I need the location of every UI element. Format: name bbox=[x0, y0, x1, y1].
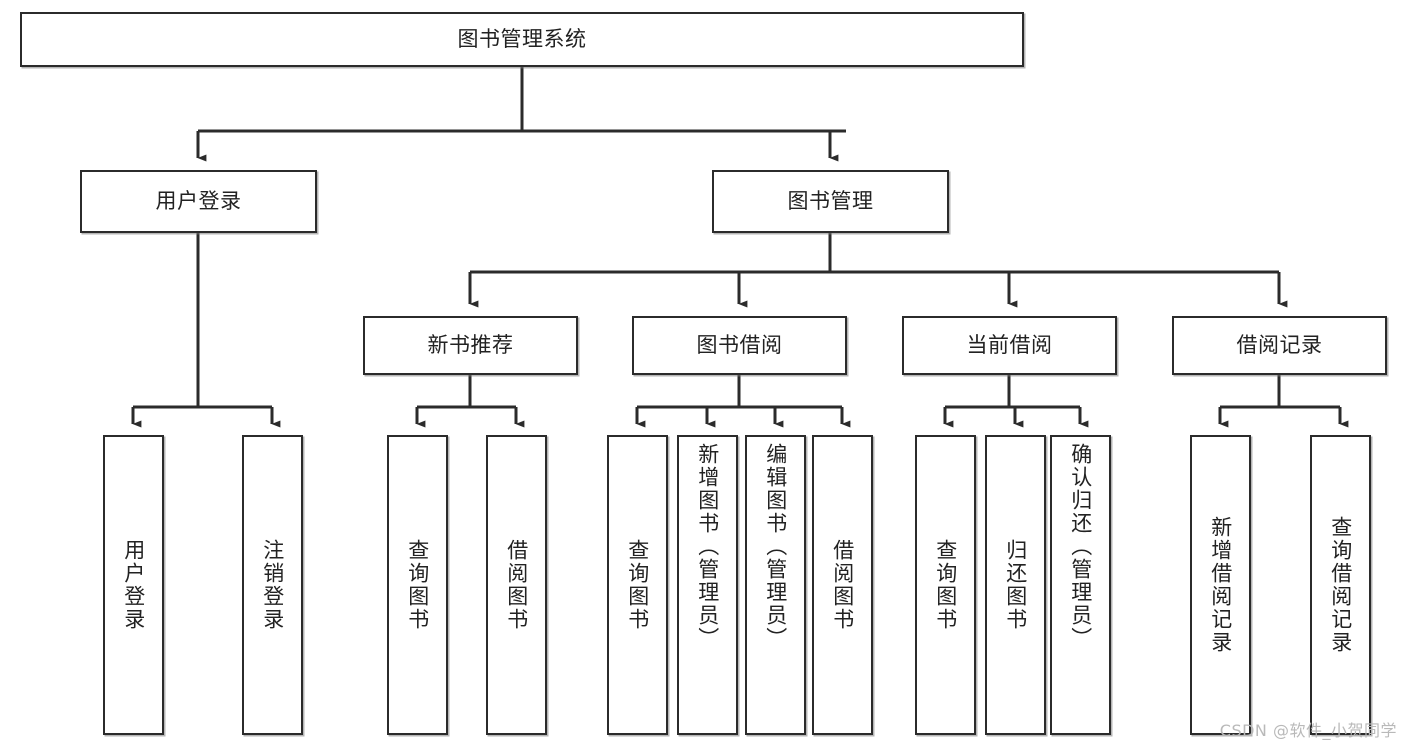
leaf-user-logout[interactable]: 注销登录 bbox=[242, 435, 303, 735]
node-book-manage[interactable]: 图书管理 bbox=[712, 170, 949, 233]
leaf-query-book-borrow[interactable]: 查询图书 bbox=[607, 435, 668, 735]
node-book-borrow-label: 图书借阅 bbox=[696, 332, 783, 357]
node-new-book-rec[interactable]: 新书推荐 bbox=[363, 316, 578, 375]
node-user-login-label: 用户登录 bbox=[155, 188, 242, 213]
leaf-user-login-label: 用户登录 bbox=[121, 539, 146, 631]
node-book-manage-label: 图书管理 bbox=[787, 188, 874, 213]
node-user-login[interactable]: 用户登录 bbox=[80, 170, 317, 233]
leaf-return-book[interactable]: 归还图书 bbox=[985, 435, 1046, 735]
leaf-query-book-rec[interactable]: 查询图书 bbox=[387, 435, 448, 735]
node-current-borrow-label: 当前借阅 bbox=[966, 332, 1053, 357]
leaf-user-login[interactable]: 用户登录 bbox=[103, 435, 164, 735]
node-book-borrow[interactable]: 图书借阅 bbox=[632, 316, 847, 375]
node-root-system[interactable]: 图书管理系统 bbox=[20, 12, 1024, 67]
node-borrow-record[interactable]: 借阅记录 bbox=[1172, 316, 1387, 375]
leaf-user-logout-label: 注销登录 bbox=[260, 539, 285, 631]
leaf-return-book-label: 归还图书 bbox=[1003, 539, 1028, 631]
node-new-book-rec-label: 新书推荐 bbox=[427, 332, 514, 357]
leaf-add-book-label: 新增图书（管理员） bbox=[695, 443, 720, 650]
node-borrow-record-label: 借阅记录 bbox=[1236, 332, 1323, 357]
leaf-confirm-return-label: 确认归还（管理员） bbox=[1068, 443, 1093, 650]
leaf-borrow-book-borrow[interactable]: 借阅图书 bbox=[812, 435, 873, 735]
leaf-add-record-label: 新增借阅记录 bbox=[1208, 516, 1233, 654]
leaf-add-book[interactable]: 新增图书（管理员） bbox=[677, 435, 738, 735]
leaf-query-record[interactable]: 查询借阅记录 bbox=[1310, 435, 1371, 735]
leaf-add-record[interactable]: 新增借阅记录 bbox=[1190, 435, 1251, 735]
leaf-edit-book-label: 编辑图书（管理员） bbox=[763, 443, 788, 650]
leaf-query-book-borrow-label: 查询图书 bbox=[625, 539, 650, 631]
leaf-query-book-rec-label: 查询图书 bbox=[405, 539, 430, 631]
leaf-edit-book[interactable]: 编辑图书（管理员） bbox=[745, 435, 806, 735]
leaf-borrow-book-rec[interactable]: 借阅图书 bbox=[486, 435, 547, 735]
leaf-borrow-book-borrow-label: 借阅图书 bbox=[830, 539, 855, 631]
leaf-query-book-current[interactable]: 查询图书 bbox=[915, 435, 976, 735]
leaf-confirm-return[interactable]: 确认归还（管理员） bbox=[1050, 435, 1111, 735]
leaf-borrow-book-rec-label: 借阅图书 bbox=[504, 539, 529, 631]
leaf-query-book-current-label: 查询图书 bbox=[933, 539, 958, 631]
node-root-label: 图书管理系统 bbox=[457, 26, 587, 51]
leaf-query-record-label: 查询借阅记录 bbox=[1328, 516, 1353, 654]
node-current-borrow[interactable]: 当前借阅 bbox=[902, 316, 1117, 375]
